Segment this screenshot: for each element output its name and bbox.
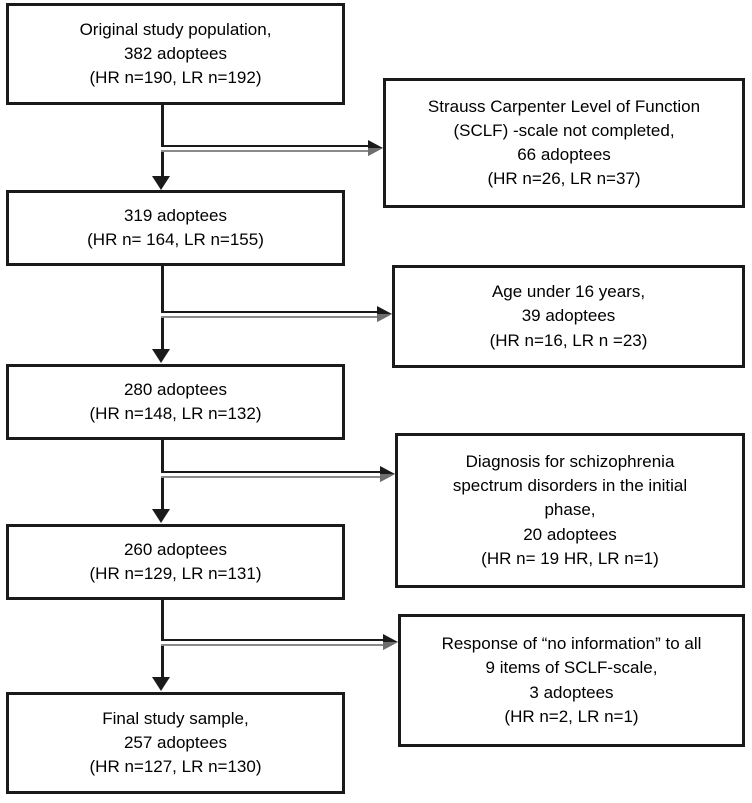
connector-arrowhead-1 bbox=[152, 176, 170, 190]
box-line: 3 adoptees bbox=[529, 682, 614, 702]
connector-line-2 bbox=[161, 266, 164, 350]
flow-box-after-diagnosis-exclusion: 260 adoptees (HR n=129, LR n=131) bbox=[6, 524, 345, 600]
arrow-shaft bbox=[161, 145, 368, 152]
box-line: 9 items of SCLF-scale, bbox=[485, 658, 658, 678]
flow-box-after-age-exclusion: 280 adoptees (HR n=148, LR n=132) bbox=[6, 364, 345, 440]
box-line: Age under 16 years, bbox=[491, 282, 646, 302]
box-line: 39 adoptees bbox=[521, 306, 616, 326]
box-line: (HR n=148, LR n=132) bbox=[89, 404, 262, 423]
connector-arrowhead-3 bbox=[152, 509, 170, 523]
box-line: Original study population, bbox=[79, 19, 272, 39]
box-line: 319 adoptees bbox=[123, 205, 228, 225]
exclusion-arrow-1 bbox=[161, 140, 383, 156]
exclusion-box-schizophrenia-diagnosis: Diagnosis for schizophrenia spectrum dis… bbox=[395, 433, 745, 588]
exclusion-box-age-under-16: Age under 16 years, 39 adoptees (HR n=16… bbox=[392, 265, 745, 368]
box-line: Response of “no information” to all bbox=[441, 634, 702, 654]
exclusion-arrow-2 bbox=[161, 306, 392, 322]
box-line: phase, bbox=[544, 500, 596, 520]
box-line: 66 adoptees bbox=[517, 145, 611, 164]
box-line: (HR n= 19 HR, LR n=1) bbox=[481, 548, 659, 568]
arrow-head-shade-icon bbox=[380, 474, 395, 482]
arrow-head-shade-icon bbox=[368, 148, 383, 156]
arrow-shaft bbox=[161, 639, 383, 646]
arrow-shaft bbox=[161, 311, 377, 318]
connector-arrowhead-2 bbox=[152, 349, 170, 363]
box-line: spectrum disorders in the initial bbox=[452, 476, 688, 496]
box-line: (HR n=127, LR n=130) bbox=[89, 757, 262, 777]
box-line: (HR n= 164, LR n=155) bbox=[87, 230, 264, 249]
flow-box-final-sample: Final study sample, 257 adoptees (HR n=1… bbox=[6, 692, 345, 794]
flow-box-original-population: Original study population, 382 adoptees … bbox=[6, 3, 345, 105]
flow-box-after-sclf-exclusion: 319 adoptees (HR n= 164, LR n=155) bbox=[6, 190, 345, 266]
box-line: (HR n=16, LR n =23) bbox=[489, 330, 648, 350]
exclusion-box-sclf-not-completed: Strauss Carpenter Level of Function (SCL… bbox=[383, 78, 745, 208]
arrow-shaft bbox=[161, 471, 380, 478]
arrow-head-shade-icon bbox=[377, 314, 392, 322]
box-line: 382 adoptees bbox=[123, 43, 228, 63]
box-line: 257 adoptees bbox=[123, 732, 228, 752]
box-line: (HR n=129, LR n=131) bbox=[89, 564, 262, 583]
box-line: 20 adoptees bbox=[523, 524, 617, 544]
box-line: 260 adoptees bbox=[123, 539, 228, 559]
box-line: (HR n=2, LR n=1) bbox=[504, 706, 639, 726]
exclusion-box-no-information: Response of “no information” to all 9 it… bbox=[398, 614, 745, 747]
box-line: Diagnosis for schizophrenia bbox=[465, 452, 675, 472]
box-line: 280 adoptees bbox=[123, 379, 228, 399]
box-line: Strauss Carpenter Level of Function bbox=[427, 96, 701, 116]
exclusion-arrow-4 bbox=[161, 634, 398, 650]
arrow-head-shade-icon bbox=[383, 642, 398, 650]
box-line: (SCLF) -scale not completed, bbox=[453, 120, 675, 140]
box-line: Final study sample, bbox=[102, 708, 249, 728]
connector-line-1 bbox=[161, 105, 164, 177]
box-line: (HR n=26, LR n=37) bbox=[487, 169, 641, 189]
exclusion-arrow-3 bbox=[161, 466, 395, 482]
connector-arrowhead-4 bbox=[152, 677, 170, 691]
box-line: (HR n=190, LR n=192) bbox=[89, 68, 262, 88]
